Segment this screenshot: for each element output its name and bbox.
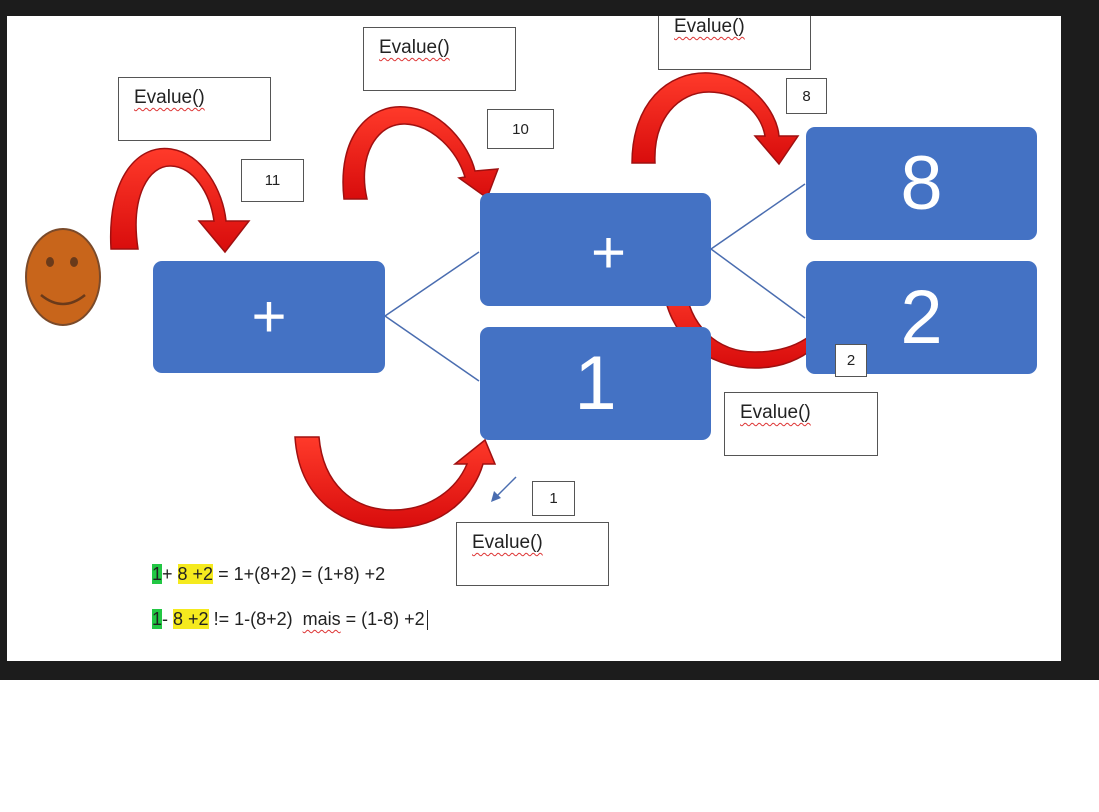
equation-line-1-op: + — [162, 564, 178, 584]
pointer-arrow-icon — [491, 476, 517, 502]
value-box-two-text: 2 — [846, 352, 856, 369]
callout-evalue-inner-plus: Evalue() — [363, 27, 516, 91]
callout-evalue-two-text: Evalue() — [740, 402, 811, 423]
value-box-inner-plus: 10 — [487, 109, 554, 149]
connector-plus-to-eight — [710, 183, 806, 250]
smiley-face-icon — [25, 228, 101, 326]
callout-evalue-root: Evalue() — [118, 77, 271, 141]
value-box-one: 1 — [532, 481, 575, 516]
callout-evalue-root-text: Evalue() — [134, 87, 205, 108]
node-root-plus-label: + — [251, 283, 287, 350]
curved-arrow-one-up-icon — [294, 436, 497, 529]
connector-plus-to-two — [710, 248, 806, 319]
equation-line-2-neq: ! — [208, 609, 219, 629]
value-box-root: 11 — [241, 159, 304, 202]
connector-root-to-one — [384, 315, 480, 382]
node-eight: 8 — [806, 127, 1037, 240]
curved-arrow-plus-down-icon — [342, 106, 500, 200]
callout-evalue-inner-plus-text: Evalue() — [379, 37, 450, 58]
equation-line-2-mid: = 1-(8+2) — [218, 609, 303, 629]
node-one-label: 1 — [574, 340, 617, 426]
slide: + + 1 8 2 Evalue() Evalue() Evalue() Eva… — [7, 16, 1061, 661]
callout-evalue-one: Evalue() — [456, 522, 609, 586]
callout-evalue-two: Evalue() — [724, 392, 878, 456]
node-eight-label: 8 — [900, 140, 943, 226]
value-box-root-text: 11 — [264, 172, 281, 189]
node-inner-plus-label: + — [590, 218, 627, 286]
equation-line-2: 1- 8 +2 != 1-(8+2) mais = (1-8) +2 — [152, 609, 428, 631]
curved-arrow-eight-down-icon — [631, 72, 800, 166]
value-box-one-text: 1 — [549, 490, 558, 507]
callout-evalue-eight-text: Evalue() — [674, 16, 745, 37]
text-caret — [426, 610, 428, 631]
equation-line-1: 1+ 8 +2 = 1+(8+2) = (1+8) +2 — [152, 564, 385, 585]
equation-line-1-yellow: 8 +2 — [177, 564, 214, 584]
equation-line-2-rest: = (1-8) +2 — [340, 609, 425, 629]
equation-line-2-op: - — [162, 609, 174, 629]
equation-line-2-yellow: 8 +2 — [173, 609, 209, 629]
callout-evalue-eight: Evalue() — [658, 16, 811, 70]
equation-line-1-green: 1 — [152, 564, 163, 584]
node-one: 1 — [480, 327, 711, 440]
value-box-two: 2 — [835, 344, 867, 377]
node-inner-plus: + — [480, 193, 711, 306]
curved-arrow-root-down-icon — [109, 147, 251, 254]
callout-evalue-one-text: Evalue() — [472, 532, 543, 553]
value-box-inner-plus-text: 10 — [512, 120, 529, 138]
node-root-plus: + — [153, 261, 385, 373]
value-box-eight-text: 8 — [802, 87, 811, 105]
connector-root-to-plus — [384, 251, 480, 317]
equation-line-1-rest: = 1+(8+2) = (1+8) +2 — [213, 564, 386, 584]
equation-line-2-mais: mais — [302, 609, 341, 629]
node-two-label: 2 — [900, 274, 943, 360]
equation-line-2-green: 1 — [152, 609, 163, 629]
value-box-eight: 8 — [786, 78, 827, 114]
